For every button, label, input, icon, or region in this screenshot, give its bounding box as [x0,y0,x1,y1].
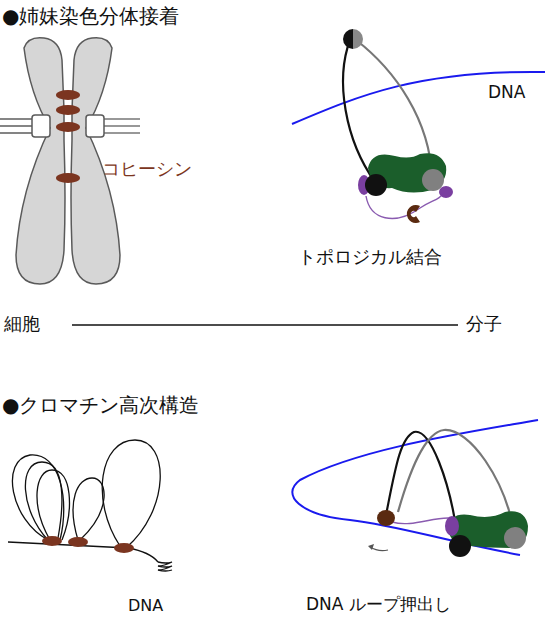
direction-arrowhead [368,544,374,550]
smc-arm [343,40,375,182]
caption-label: トポロジカル結合 [298,246,498,268]
spindle-fibers [0,119,140,133]
cohesin-mark [114,543,134,553]
head-domain [422,169,444,191]
scale-axis [72,324,458,326]
spindle-fiber [104,125,140,126]
dna-strand [292,72,545,124]
loop [102,440,160,548]
cohesin-mark [56,105,80,115]
cohesin-mark [42,536,62,546]
head-domain [449,535,471,557]
spindle-fiber [0,118,32,119]
cohesin-mark [56,173,80,183]
hinge [343,29,353,49]
loop [12,455,63,540]
chromatin-loops [8,440,172,571]
hawk-subunit [445,516,459,536]
dna-coil [158,562,172,571]
cohesin-mark [56,122,80,132]
spindle-fiber [104,132,140,133]
head-domain [365,174,387,196]
cohesin-marks [56,90,80,183]
cohesin-mark [68,537,88,547]
cohesin-mark [56,90,80,100]
caption-label: DNA ループ押出し [306,594,536,614]
spindle-fiber [104,118,140,119]
subunit-c [377,510,395,526]
scale-label: 細胞 [4,313,70,335]
hawk-loop [366,192,444,218]
scale-label: 分子 [466,313,545,335]
spindle-fiber [0,125,32,126]
kinetochore [86,115,104,137]
hinge [353,29,363,49]
dna-strand [292,420,538,555]
part-label: DNA [488,82,545,102]
chromatid [16,38,65,284]
kinetochore [32,115,50,137]
part-label: コヒーシン [102,158,222,180]
hawk-subunit [439,186,453,198]
cohesin-marks [42,536,134,553]
section-heading: ●クロマチン高次構造 [2,393,302,417]
subunit-c [407,205,420,223]
loop [37,470,69,540]
section-heading: ●姉妹染色分体接着 [2,4,262,28]
part-label: DNA [128,596,188,615]
head-domain [504,527,526,549]
loop [73,478,104,540]
spindle-fiber [0,132,32,133]
